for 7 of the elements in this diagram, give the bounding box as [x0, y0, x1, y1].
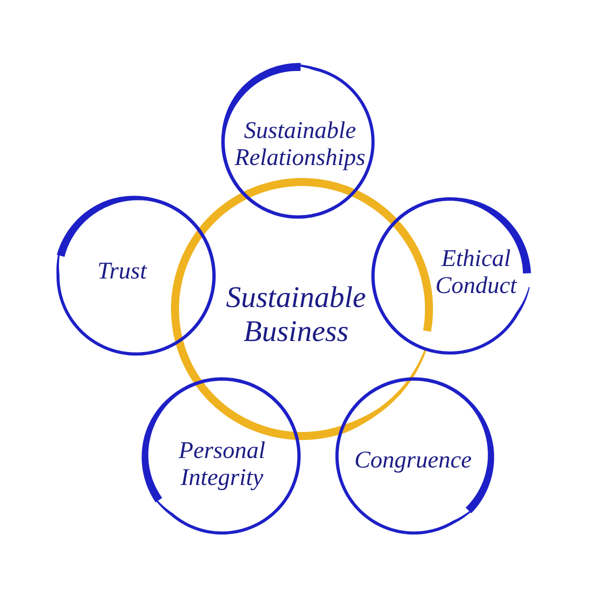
ring-label: Congruence [354, 448, 472, 474]
ring-label: Sustainable Business [225, 281, 367, 349]
brush-ring [168, 175, 436, 443]
ring-label: Sustainable Relationships [234, 118, 366, 172]
ring-label: Personal Integrity [178, 438, 266, 492]
ring-label: Ethical Conduct [434, 246, 518, 300]
ring-label: Trust [97, 258, 147, 286]
